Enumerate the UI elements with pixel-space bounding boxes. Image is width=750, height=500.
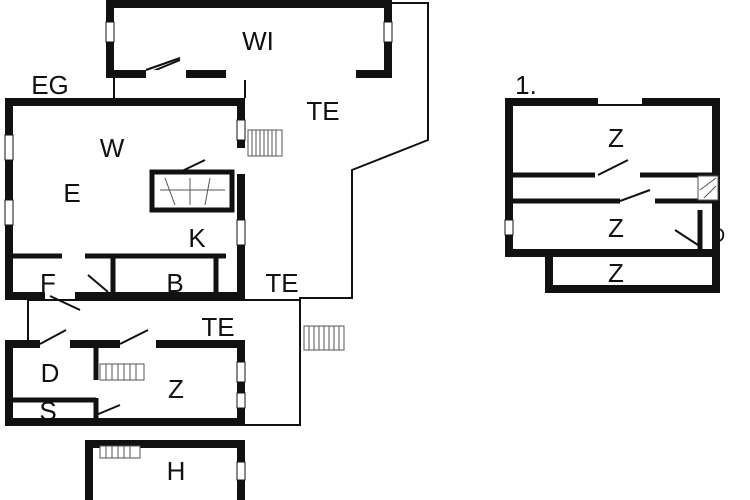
door	[95, 404, 121, 416]
stairs	[99, 363, 145, 381]
spiral-stairs	[697, 175, 719, 201]
room-label-k: K	[188, 223, 206, 253]
room-label-f: F	[40, 268, 56, 298]
stairs	[247, 129, 283, 157]
room-label-h: H	[167, 456, 186, 486]
stair-box	[149, 169, 235, 213]
door	[674, 229, 699, 246]
stairs	[99, 445, 141, 459]
main-block-walls	[5, 98, 245, 300]
window	[236, 219, 246, 246]
room-label-z: Z	[608, 213, 624, 243]
terrace-outline	[245, 2, 429, 426]
window	[383, 21, 393, 43]
door	[49, 295, 81, 311]
window	[4, 134, 14, 161]
door	[619, 189, 651, 202]
window	[105, 21, 115, 43]
room-label-z: Z	[608, 123, 624, 153]
spiral-stairs	[160, 177, 225, 206]
door	[597, 159, 629, 176]
door	[87, 274, 109, 293]
door	[39, 329, 67, 345]
window	[226, 70, 356, 78]
room-label-w: W	[100, 133, 125, 163]
floor-label-eg: EG	[31, 70, 69, 100]
door	[145, 57, 181, 71]
terrace-steps	[303, 325, 345, 351]
room-label-z: Z	[168, 374, 184, 404]
window	[236, 392, 246, 409]
room-label-d: D	[711, 225, 725, 247]
room-label-s: S	[39, 396, 56, 426]
window	[504, 219, 514, 236]
room-label-d: D	[41, 358, 60, 388]
room-label-e: E	[63, 178, 80, 208]
upper-floor-annex-walls	[545, 249, 720, 293]
room-label-te: TE	[201, 312, 234, 342]
window	[236, 461, 246, 481]
room-label-te: TE	[306, 96, 339, 126]
room-label-z: Z	[608, 258, 624, 288]
room-label-te: TE	[265, 268, 298, 298]
window	[4, 199, 14, 226]
window	[236, 119, 246, 141]
door	[179, 159, 206, 173]
floor-label-1: 1.	[515, 70, 537, 100]
room-label-wi: WI	[242, 26, 274, 56]
door	[119, 329, 149, 345]
room-label-b: B	[166, 268, 183, 298]
window	[236, 361, 246, 383]
